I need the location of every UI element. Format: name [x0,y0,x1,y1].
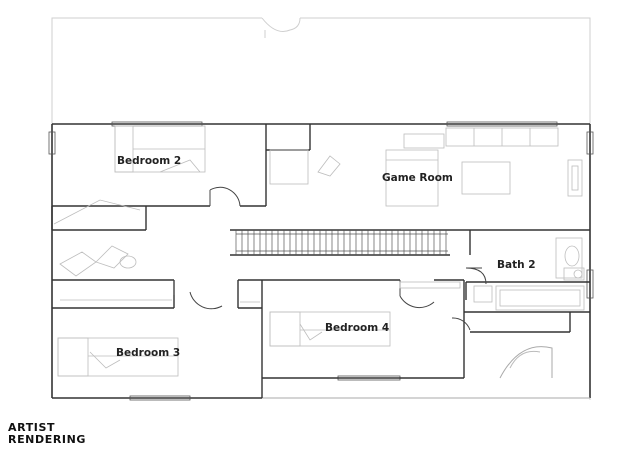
exterior-walls [51,123,591,399]
caption-line-1: ARTIST [8,421,56,434]
room-label-game-room: Game Room [382,172,453,184]
stairs [235,230,448,255]
room-label-bath-2: Bath 2 [497,259,536,271]
room-label-bedroom-4: Bedroom 4 [325,322,389,334]
interior-walls [51,124,590,398]
room-label-bedroom-3: Bedroom 3 [116,347,180,359]
caption-line-2: RENDERING [8,433,87,446]
doors [173,186,553,379]
artist-rendering-caption: ARTIST RENDERING [8,422,86,446]
furniture [53,125,585,377]
lower-level-outline [51,17,591,400]
room-label-bedroom-2: Bedroom 2 [117,155,181,167]
